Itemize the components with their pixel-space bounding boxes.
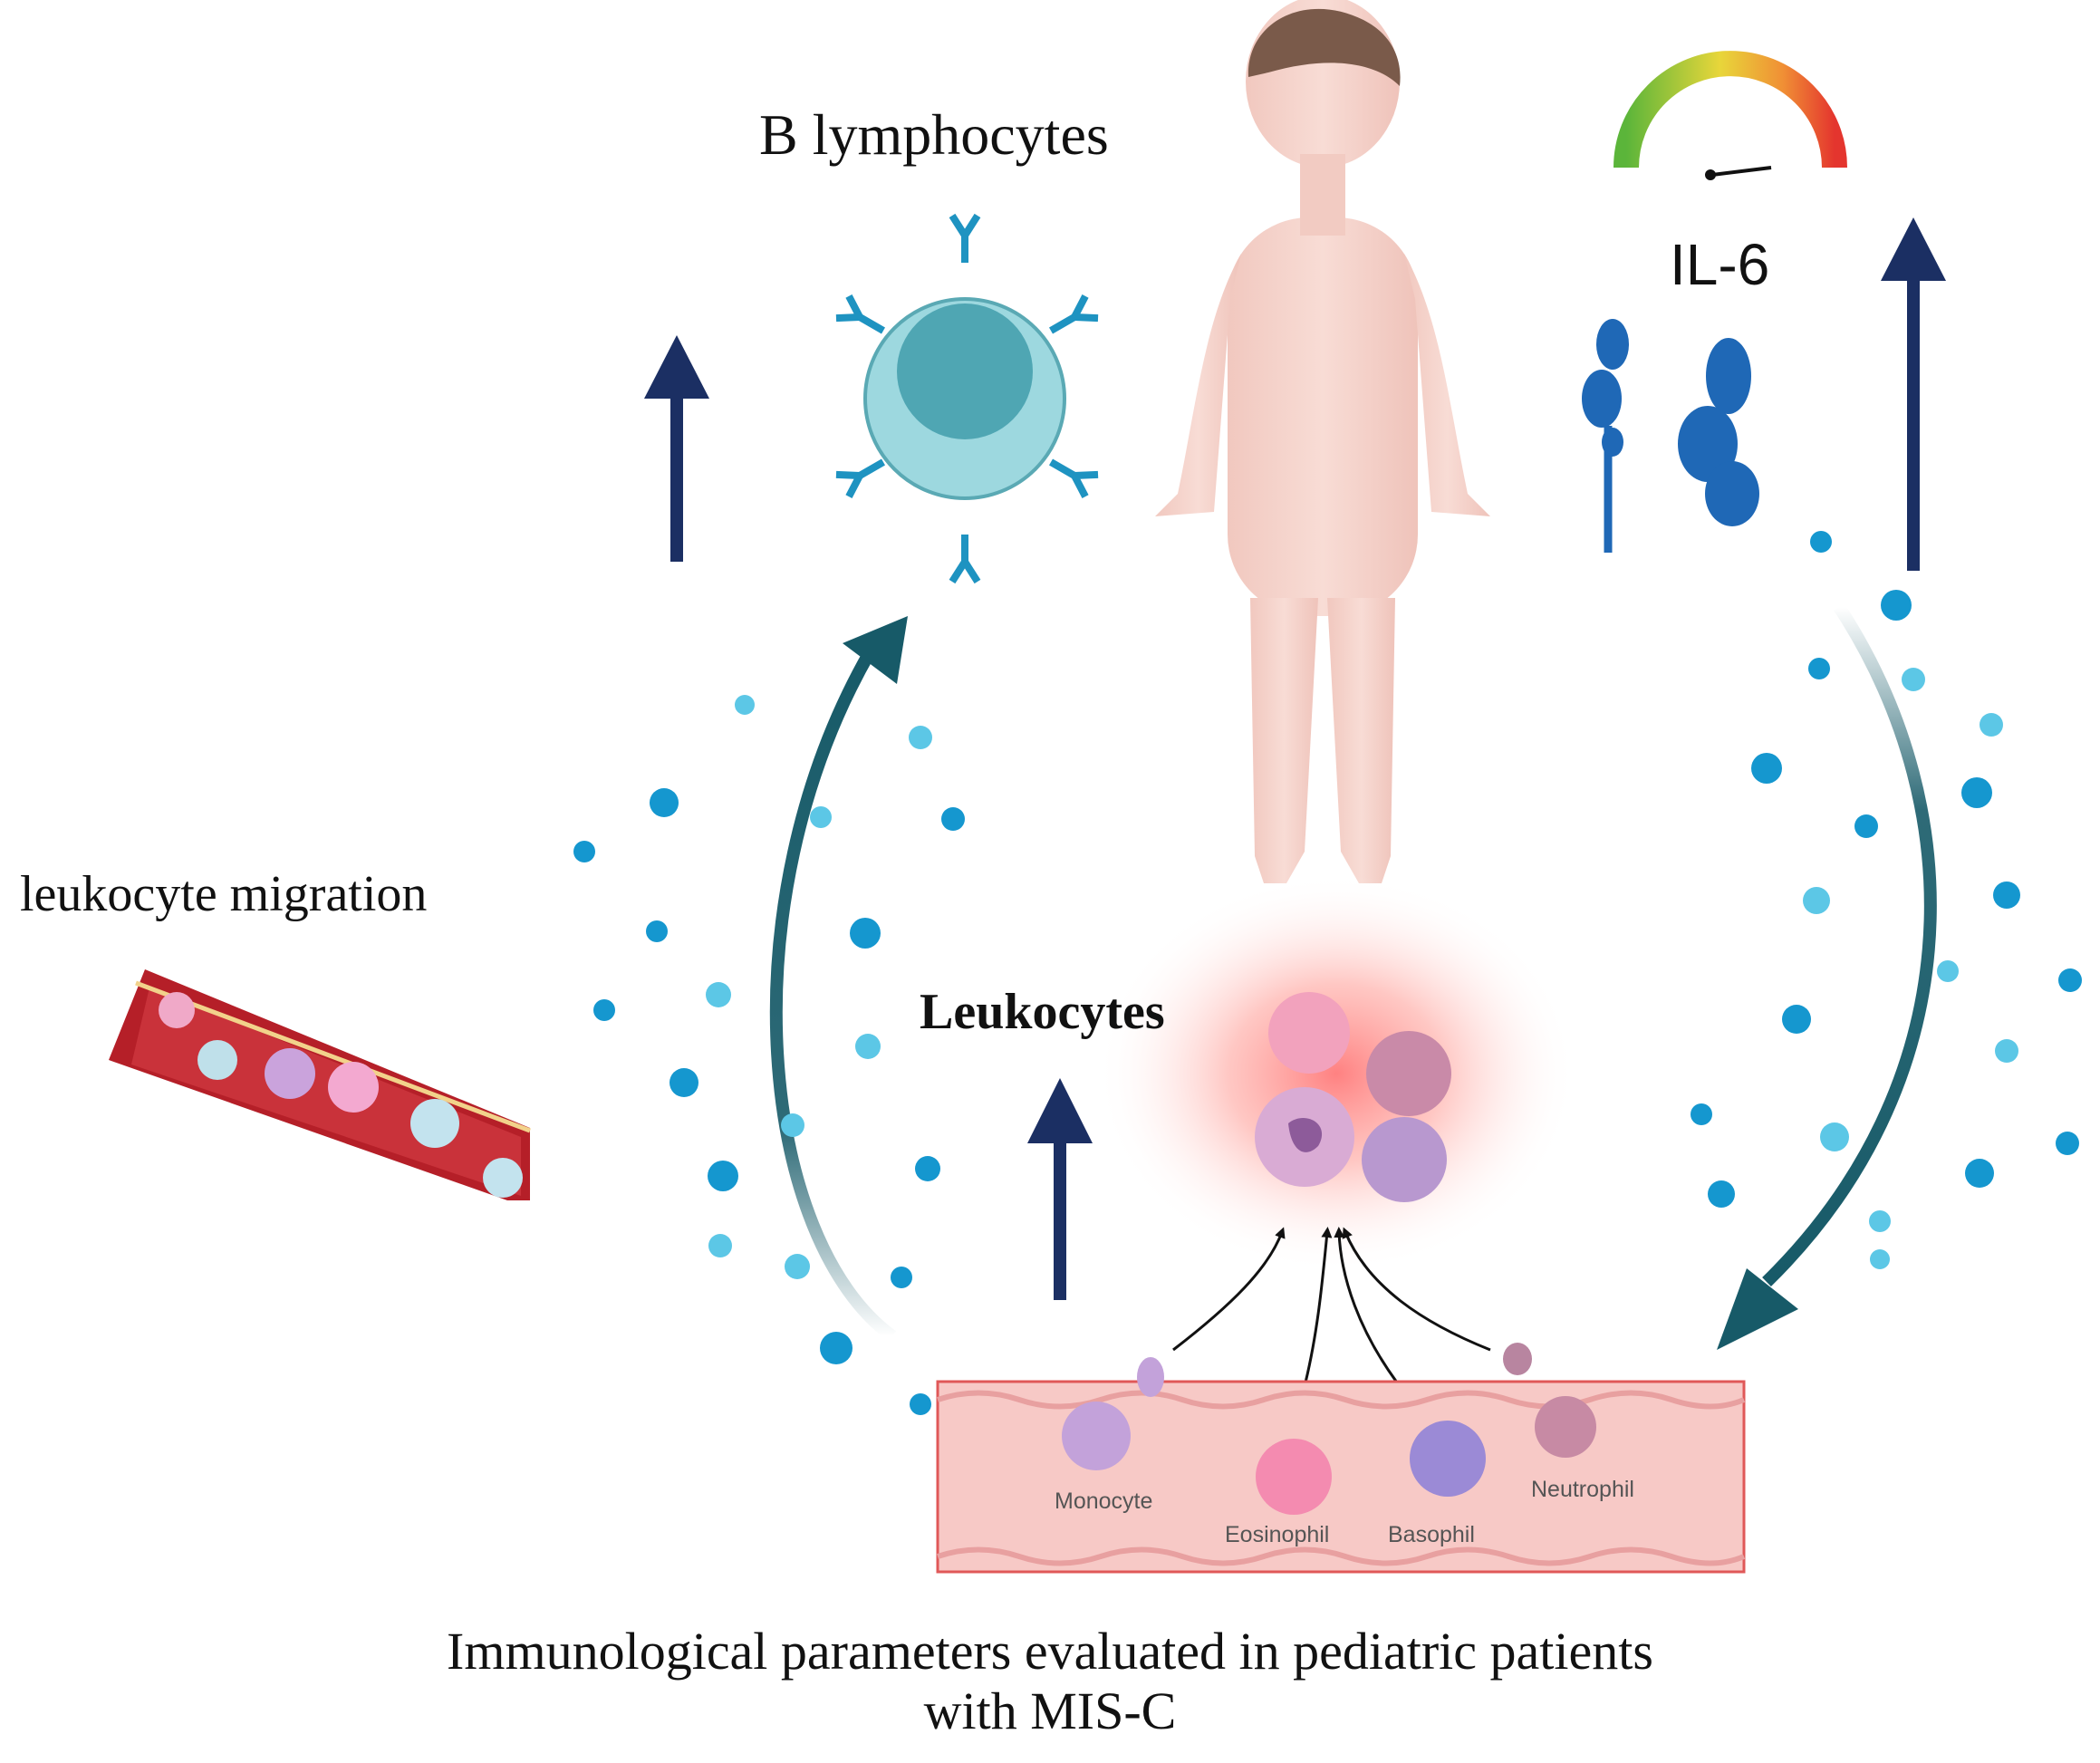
cycle-arrow-right <box>1717 603 1937 1350</box>
increase-arrow-leukocytes <box>1027 1078 1093 1300</box>
inflammation-glow <box>1096 874 1576 1273</box>
il6-label: IL-6 <box>1670 232 1770 297</box>
leukocyte-cluster-icon <box>1255 992 1451 1202</box>
increase-arrow-b-lymphocytes <box>644 335 709 562</box>
leukocytes-label: Leukocytes <box>920 984 1165 1040</box>
neutrophil-label: Neutrophil <box>1531 1477 1634 1502</box>
basophil-label: Basophil <box>1388 1522 1475 1547</box>
gauge-icon <box>1614 51 1847 180</box>
leukocyte-migration-label: leukocyte migration <box>20 866 428 922</box>
leukocyte-migration-vessel-icon <box>109 969 531 1200</box>
cycle-arrow-left <box>769 616 908 1342</box>
eosinophil-label: Eosinophil <box>1225 1522 1330 1547</box>
monocyte-label: Monocyte <box>1055 1488 1153 1514</box>
figure-caption: Immunological parameters evaluated in pe… <box>0 1622 2100 1741</box>
caption-line-1: Immunological parameters evaluated in pe… <box>447 1622 1653 1681</box>
cytokine-dots <box>573 531 2082 1415</box>
migration-arrows <box>1172 1227 1491 1387</box>
b-lymphocyte-icon <box>836 216 1098 582</box>
child-icon <box>1155 0 1490 883</box>
blood-vessel-icon <box>936 1343 1746 1574</box>
caption-line-2: with MIS-C <box>923 1681 1177 1740</box>
increase-arrow-il6 <box>1881 217 1946 571</box>
il6-receptor-icon <box>1582 319 1759 553</box>
b-lymphocytes-label: B lymphocytes <box>759 102 1109 167</box>
